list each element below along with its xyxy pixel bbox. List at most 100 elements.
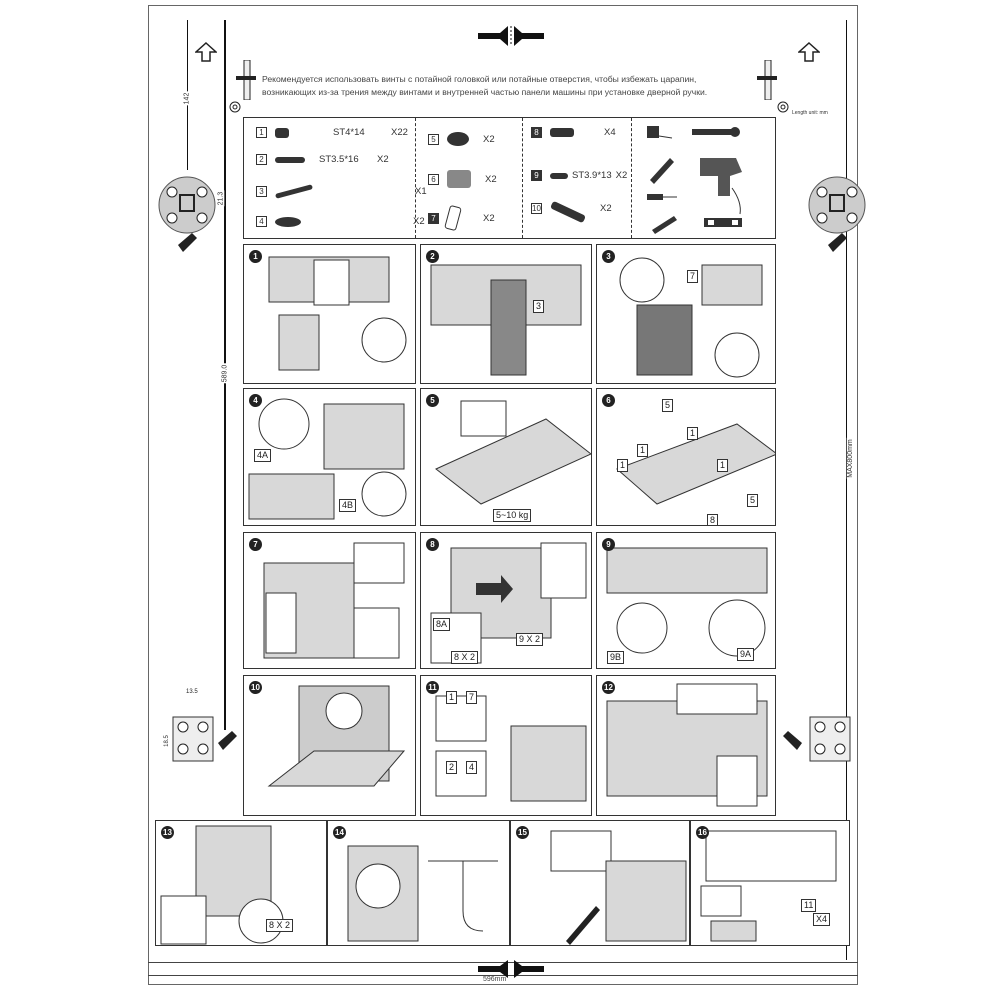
max-height-line <box>846 20 847 960</box>
up-arrow-left-icon <box>195 42 217 62</box>
plate-icon <box>444 204 462 232</box>
part-number: 6 <box>428 173 439 185</box>
step-callout: 11 <box>801 899 817 912</box>
step-14-illustration <box>347 845 498 942</box>
part-number: 1 <box>256 127 267 138</box>
part-qty: X4 <box>604 127 616 138</box>
dim-max-height: MAX800mm <box>846 438 854 479</box>
dim-panel-height: 589.0 <box>221 363 229 384</box>
step-callout: 7 <box>466 691 478 704</box>
step-panel-4: 4 4A 4B <box>243 388 416 526</box>
part-number: 9 <box>531 170 542 181</box>
hinge-template-top-right-icon <box>808 176 866 252</box>
step-callout: 8 <box>707 514 719 525</box>
part-8: 8 X4 <box>531 127 616 138</box>
part-qty: X2 <box>483 133 495 145</box>
bracket-icon <box>447 170 471 188</box>
step-number-badge: 9 <box>602 538 615 551</box>
step-number-badge: 13 <box>161 826 174 839</box>
part-qty: X1 <box>415 186 427 197</box>
tools-col <box>632 118 775 238</box>
step-number-badge: 7 <box>249 538 262 551</box>
dim-width: 596mm <box>483 976 507 983</box>
length-unit-label: Length unit: mm <box>792 110 828 116</box>
step-number-badge: 12 <box>602 681 615 694</box>
step-4-illustration <box>248 398 407 520</box>
step-number-badge: 16 <box>696 826 709 839</box>
spirit-level-icon <box>704 218 742 227</box>
step-2-illustration <box>430 264 582 376</box>
step-number-badge: 15 <box>516 826 529 839</box>
step-number-badge: 10 <box>249 681 262 694</box>
step-callout: 4 <box>466 761 478 774</box>
up-arrow-right-icon <box>798 42 820 62</box>
bushing-icon <box>550 128 574 137</box>
part-number: 8 <box>531 127 542 138</box>
part-number: 10 <box>531 202 542 214</box>
hole-left-icon <box>229 101 241 113</box>
part-number: 7 <box>428 212 439 224</box>
screw-section-left-icon <box>236 60 256 100</box>
step-panel-10: 10 <box>243 675 416 816</box>
step-number-badge: 1 <box>249 250 262 263</box>
part-spec: ST3.5*16 <box>319 154 359 165</box>
tools-illustration <box>647 126 742 234</box>
tape-measure-icon <box>647 126 673 139</box>
note-line-2: возникающих из-за трения между винтами и… <box>262 87 708 97</box>
note-line-1: Рекомендуется использовать винты с потай… <box>262 74 697 84</box>
screw-section-right-icon <box>757 60 777 100</box>
part-qty: X2 <box>485 173 497 185</box>
step-callout: 1 <box>617 459 629 472</box>
part-qty: X22 <box>391 127 408 138</box>
hinge-template-bottom-right-icon <box>783 716 851 762</box>
step-callout: 7 <box>687 270 699 283</box>
step-callout: 1 <box>446 691 458 704</box>
step-callout: 9 X 2 <box>516 633 544 646</box>
step-panel-14: 14 <box>327 820 510 946</box>
page-frame <box>148 5 858 985</box>
part-qty: X2 <box>483 212 495 224</box>
dim-bottom-hinge-x: 13.5 <box>186 689 198 695</box>
part-qty: X2 <box>413 216 425 227</box>
part-number: 4 <box>256 216 267 227</box>
step-callout: 9B <box>607 651 625 664</box>
step-number-badge: 4 <box>249 394 262 407</box>
screw-icon <box>275 127 289 138</box>
hole-right-icon <box>777 101 789 113</box>
step-callout: 4A <box>254 449 272 462</box>
step-panel-15: 15 <box>510 820 690 946</box>
center-arrows-top-icon <box>478 26 544 46</box>
step-9-illustration <box>606 547 768 657</box>
part-7: 7 X2 <box>428 204 495 232</box>
step-7-illustration <box>263 542 405 659</box>
step-callout: 3 <box>533 300 545 313</box>
part-6: 6 X2 <box>428 170 497 188</box>
step-number-badge: 2 <box>426 250 439 263</box>
foot-pad-icon <box>447 132 469 146</box>
hinge-spring-icon <box>549 200 587 224</box>
step-callout: 5 <box>747 494 759 507</box>
dim-top-offset: 142 <box>183 91 191 106</box>
step-callout: X4 <box>813 913 831 926</box>
phillips-screwdriver-icon <box>652 216 677 234</box>
tool-key-icon <box>275 184 313 199</box>
step-callout: 4B <box>339 499 357 512</box>
part-spec: ST3.9*13 <box>572 170 612 181</box>
cap-icon <box>275 216 301 227</box>
bottom-dimension-line <box>148 962 858 963</box>
part-qty: X2 <box>377 154 389 165</box>
drill-icon <box>700 158 742 215</box>
step-number-badge: 5 <box>426 394 439 407</box>
